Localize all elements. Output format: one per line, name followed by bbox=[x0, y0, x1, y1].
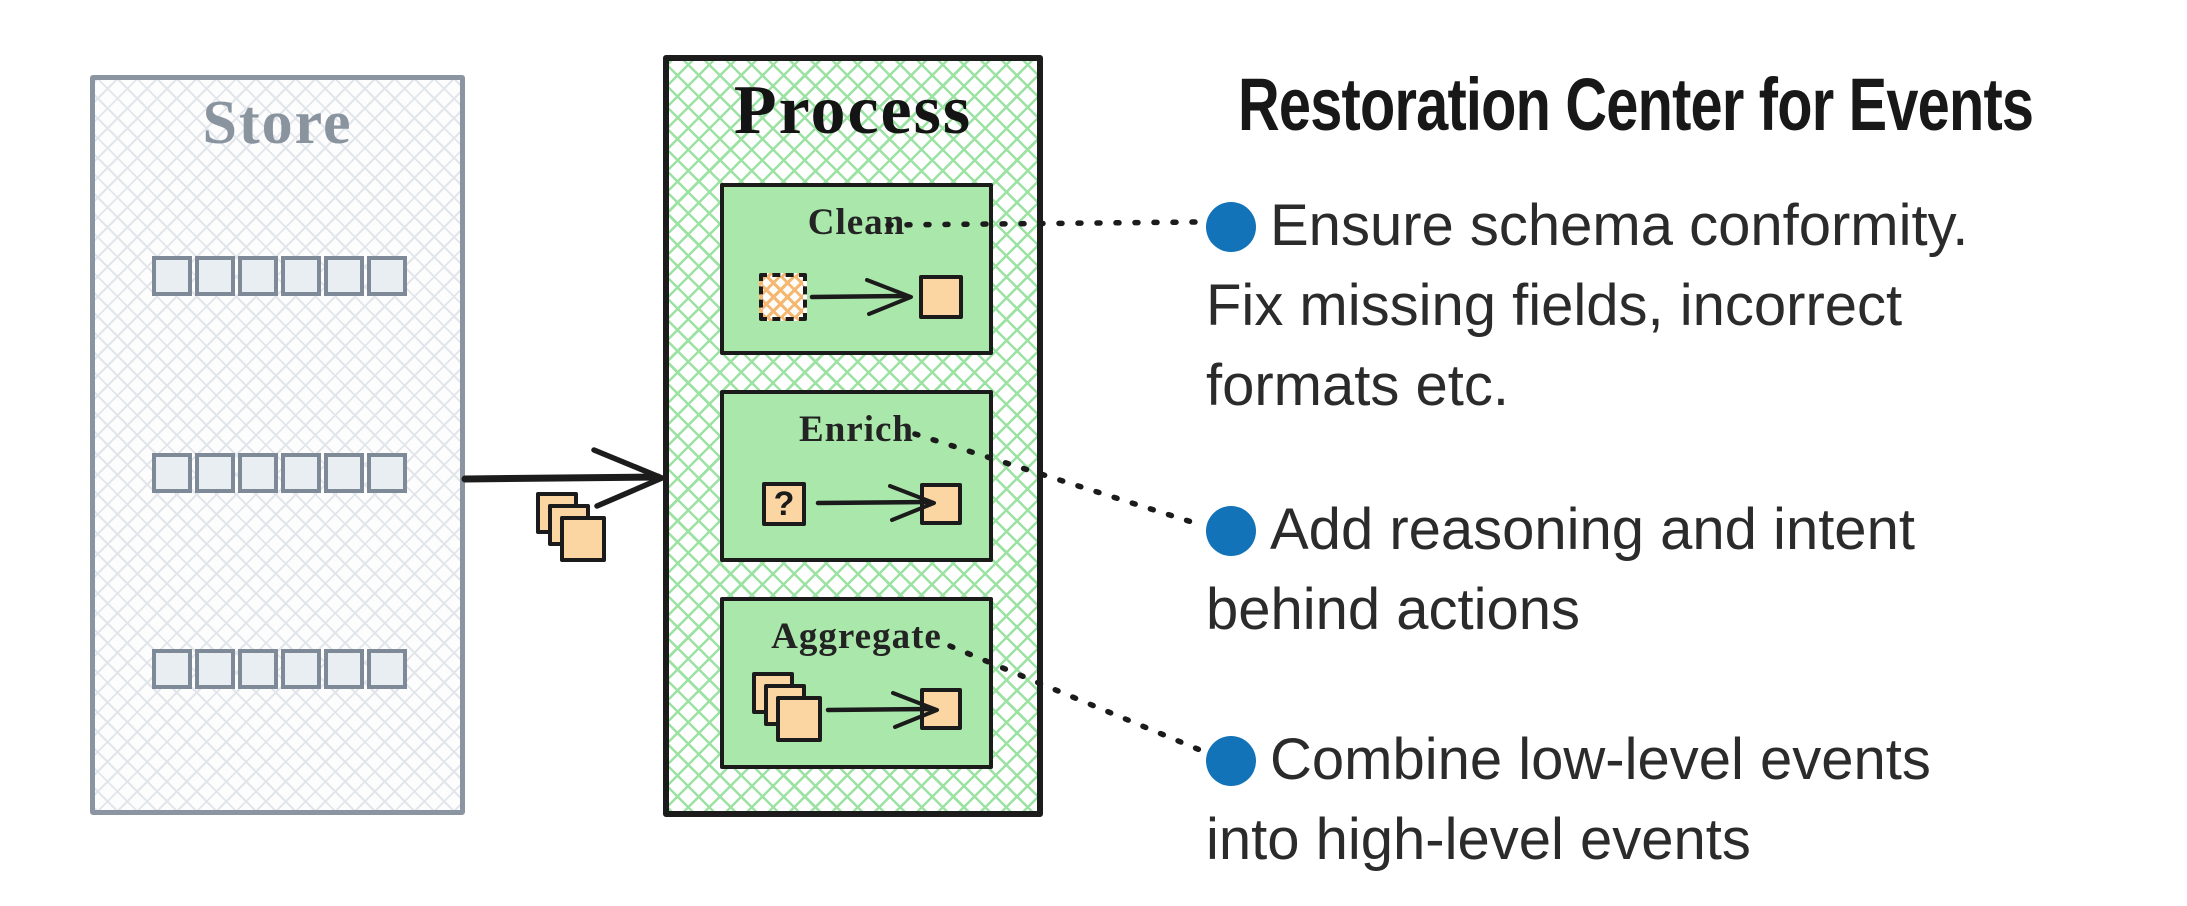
storage-cell bbox=[195, 649, 235, 689]
storage-cell bbox=[152, 649, 192, 689]
step-enrich-label: Enrich bbox=[799, 409, 914, 450]
step-aggregate: Aggregate bbox=[720, 597, 993, 769]
storage-row bbox=[152, 649, 407, 689]
storage-cell bbox=[152, 256, 192, 296]
storage-cell bbox=[238, 256, 278, 296]
unknown-event-icon: ? bbox=[762, 482, 806, 526]
note-text: Ensure schema conformity. bbox=[1270, 193, 1969, 258]
storage-cell bbox=[281, 256, 321, 296]
storage-cell bbox=[367, 453, 407, 493]
storage-row bbox=[152, 453, 407, 493]
event-square bbox=[776, 696, 822, 742]
storage-row bbox=[152, 256, 407, 296]
note-text: Combine low-level events bbox=[1270, 727, 1931, 792]
bullet-dot-icon bbox=[1206, 201, 1256, 252]
storage-cell bbox=[281, 453, 321, 493]
clean-event-icon bbox=[919, 275, 963, 319]
storage-cell bbox=[238, 649, 278, 689]
process-title: Process bbox=[733, 72, 973, 149]
step-enrich: Enrich ? bbox=[720, 390, 993, 562]
bullet-dot-icon bbox=[1206, 505, 1256, 556]
step-clean: Clean bbox=[720, 183, 993, 355]
note-text: Add reasoning and intent bbox=[1270, 497, 1915, 562]
storage-cell bbox=[152, 453, 192, 493]
storage-cell bbox=[324, 649, 364, 689]
note-enrich: Add reasoning and intent behind actions bbox=[1206, 490, 1915, 650]
enriched-event-icon bbox=[920, 483, 962, 525]
note-text: into high-level events bbox=[1206, 807, 1751, 872]
process-box: Process Clean Enrich ? Aggregate bbox=[663, 55, 1043, 817]
step-clean-label: Clean bbox=[807, 202, 906, 243]
step-aggregate-label: Aggregate bbox=[771, 616, 942, 657]
store-title: Store bbox=[202, 89, 353, 157]
storage-cell bbox=[195, 256, 235, 296]
note-text: formats etc. bbox=[1206, 353, 1509, 418]
storage-cell bbox=[367, 649, 407, 689]
storage-cell bbox=[324, 256, 364, 296]
store-box: Store bbox=[90, 75, 465, 815]
note-aggregate: Combine low-level events into high-level… bbox=[1206, 720, 1931, 880]
note-text: behind actions bbox=[1206, 577, 1581, 642]
storage-cell bbox=[281, 649, 321, 689]
aggregated-event-icon bbox=[920, 688, 962, 730]
note-text: Fix missing fields, incorrect bbox=[1206, 273, 1903, 338]
storage-cell bbox=[367, 256, 407, 296]
storage-cell bbox=[324, 453, 364, 493]
dirty-event-icon bbox=[759, 273, 807, 321]
notes-heading: Restoration Center for Events bbox=[1238, 63, 2034, 146]
storage-cell bbox=[195, 453, 235, 493]
note-clean: Ensure schema conformity. Fix missing fi… bbox=[1206, 186, 1968, 426]
storage-cell bbox=[238, 453, 278, 493]
event-square bbox=[560, 516, 606, 562]
bullet-dot-icon bbox=[1206, 735, 1256, 786]
